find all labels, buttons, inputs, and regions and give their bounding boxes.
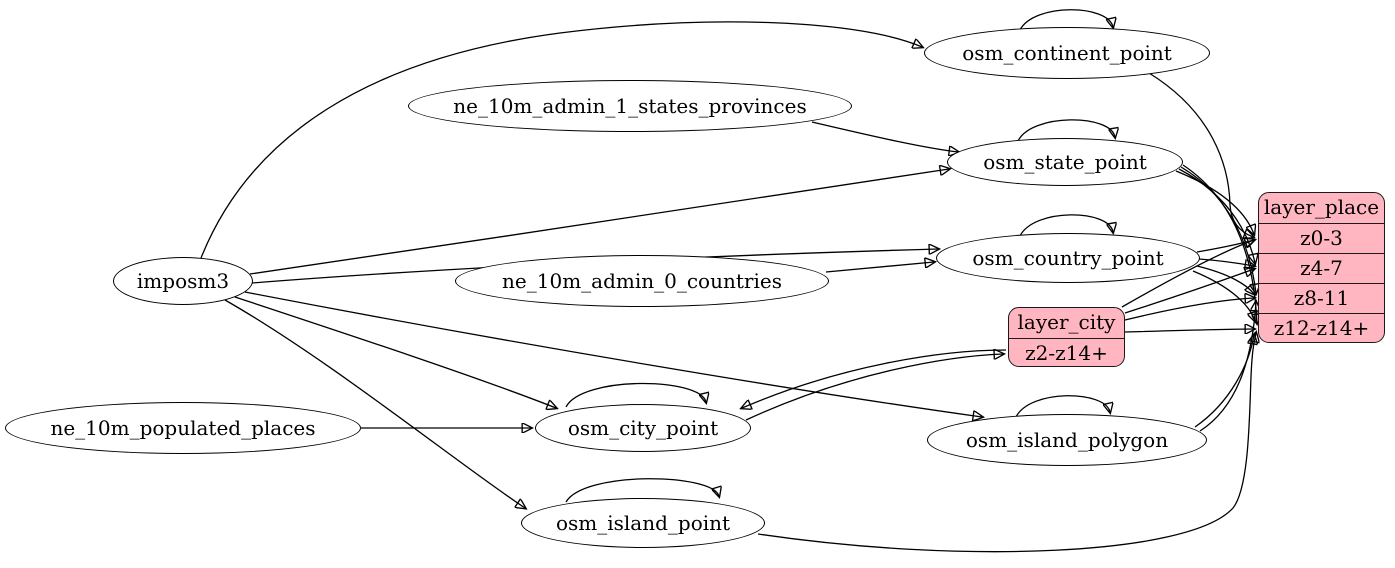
layer-place-row-z12-z14: z12-z14+ — [1259, 313, 1384, 342]
node-layer-city: layer_city z2-z14+ — [1008, 307, 1125, 367]
node-ne-10m-admin-1-states-provinces-label: ne_10m_admin_1_states_provinces — [453, 94, 807, 118]
edge-osm_island_polygon-layer_place-z8-11 — [1199, 302, 1256, 432]
node-osm-island-polygon: osm_island_polygon — [927, 414, 1207, 466]
node-imposm3: imposm3 — [113, 257, 253, 305]
edge-osm_country_point-layer_place-z4-7 — [1198, 258, 1254, 266]
node-osm-island-point: osm_island_point — [521, 498, 765, 548]
self-loop-osm_continent_point — [1019, 9, 1113, 31]
edge-osm_state_point-layer_place-z0-3 — [1175, 170, 1254, 234]
layer-city-row-z2-z14: z2-z14+ — [1009, 338, 1124, 366]
edge-imposm3-osm_island_point — [224, 299, 525, 508]
self-loop-osm_city_point — [565, 382, 706, 408]
node-osm-country-point-label: osm_country_point — [972, 246, 1164, 270]
self-loop-osm_island_polygon — [1015, 395, 1110, 418]
edge-osm_state_point-layer_place-z12-z14 — [1182, 164, 1257, 323]
node-osm-country-point: osm_country_point — [936, 233, 1200, 283]
node-osm-city-point: osm_city_point — [535, 404, 751, 452]
edge-layer_city-osm_city_point — [742, 349, 1007, 408]
node-ne-10m-populated-places-label: ne_10m_populated_places — [50, 416, 316, 440]
edge-layer_city-layer_place-z12-z14 — [1124, 329, 1254, 332]
node-osm-island-polygon-label: osm_island_polygon — [965, 428, 1169, 452]
node-osm-continent-point-label: osm_continent_point — [962, 41, 1172, 65]
node-osm-city-point-label: osm_city_point — [567, 416, 719, 440]
edge-osm_country_point-layer_place-z0-3 — [1196, 240, 1254, 253]
node-osm-state-point-label: osm_state_point — [983, 150, 1147, 174]
node-osm-continent-point: osm_continent_point — [924, 27, 1210, 79]
edge-imposm3-osm_state_point — [249, 169, 949, 275]
node-imposm3-label: imposm3 — [136, 269, 230, 293]
layer-city-title: layer_city — [1017, 310, 1116, 334]
edge-imposm3-osm_island_polygon — [244, 291, 982, 417]
edge-osm_continent_point-layer_place-z0-3 — [1148, 72, 1253, 237]
layer-place-row-z8-11: z8-11 — [1259, 283, 1384, 313]
layer-place-row-z4-7: z4-7 — [1259, 253, 1384, 283]
edge-imposm3-osm_continent_point — [200, 21, 922, 259]
edge-ne_10m_admin_1_states_provinces-osm_state_point — [811, 121, 958, 152]
edge-layer_city-layer_place-z8-11 — [1124, 298, 1254, 321]
node-osm-island-point-label: osm_island_point — [555, 511, 731, 535]
edge-osm_island_polygon-layer_place-z12-z14 — [1194, 335, 1254, 428]
layer-place-title: layer_place — [1263, 195, 1380, 219]
edge-osm_country_point-layer_place-z12-z14 — [1192, 270, 1255, 321]
edge-osm_state_point-layer_place-z8-11 — [1180, 166, 1256, 293]
edge-layer_city-layer_place-z4-7 — [1124, 269, 1254, 314]
node-ne-10m-admin-0-countries-label: ne_10m_admin_0_countries — [502, 269, 782, 293]
node-ne-10m-admin-0-countries: ne_10m_admin_0_countries — [455, 255, 829, 307]
self-loop-osm_island_point — [565, 478, 719, 503]
self-loop-osm_country_point — [1019, 214, 1113, 237]
self-loop-osm_state_point — [1017, 119, 1115, 142]
edge-imposm3-osm_city_point — [234, 296, 556, 408]
edge-ne_10m_admin_0_countries-osm_country_point — [825, 262, 934, 273]
node-layer-place: layer_place z0-3 z4-7 z8-11 z12-z14+ — [1258, 192, 1385, 343]
edge-osm_country_point-layer_place-z8-11 — [1196, 265, 1254, 294]
layer-place-row-z0-3: z0-3 — [1259, 223, 1384, 253]
node-osm-state-point: osm_state_point — [947, 138, 1183, 186]
node-ne-10m-admin-1-states-provinces: ne_10m_admin_1_states_provinces — [408, 80, 852, 132]
edge-osm_island_point-layer_place-z12-z14 — [757, 333, 1256, 553]
edge-osm_city_point-layer_city — [745, 354, 1003, 421]
edge-osm_state_point-layer_place-z4-7 — [1178, 168, 1255, 263]
node-ne-10m-populated-places: ne_10m_populated_places — [5, 402, 361, 454]
